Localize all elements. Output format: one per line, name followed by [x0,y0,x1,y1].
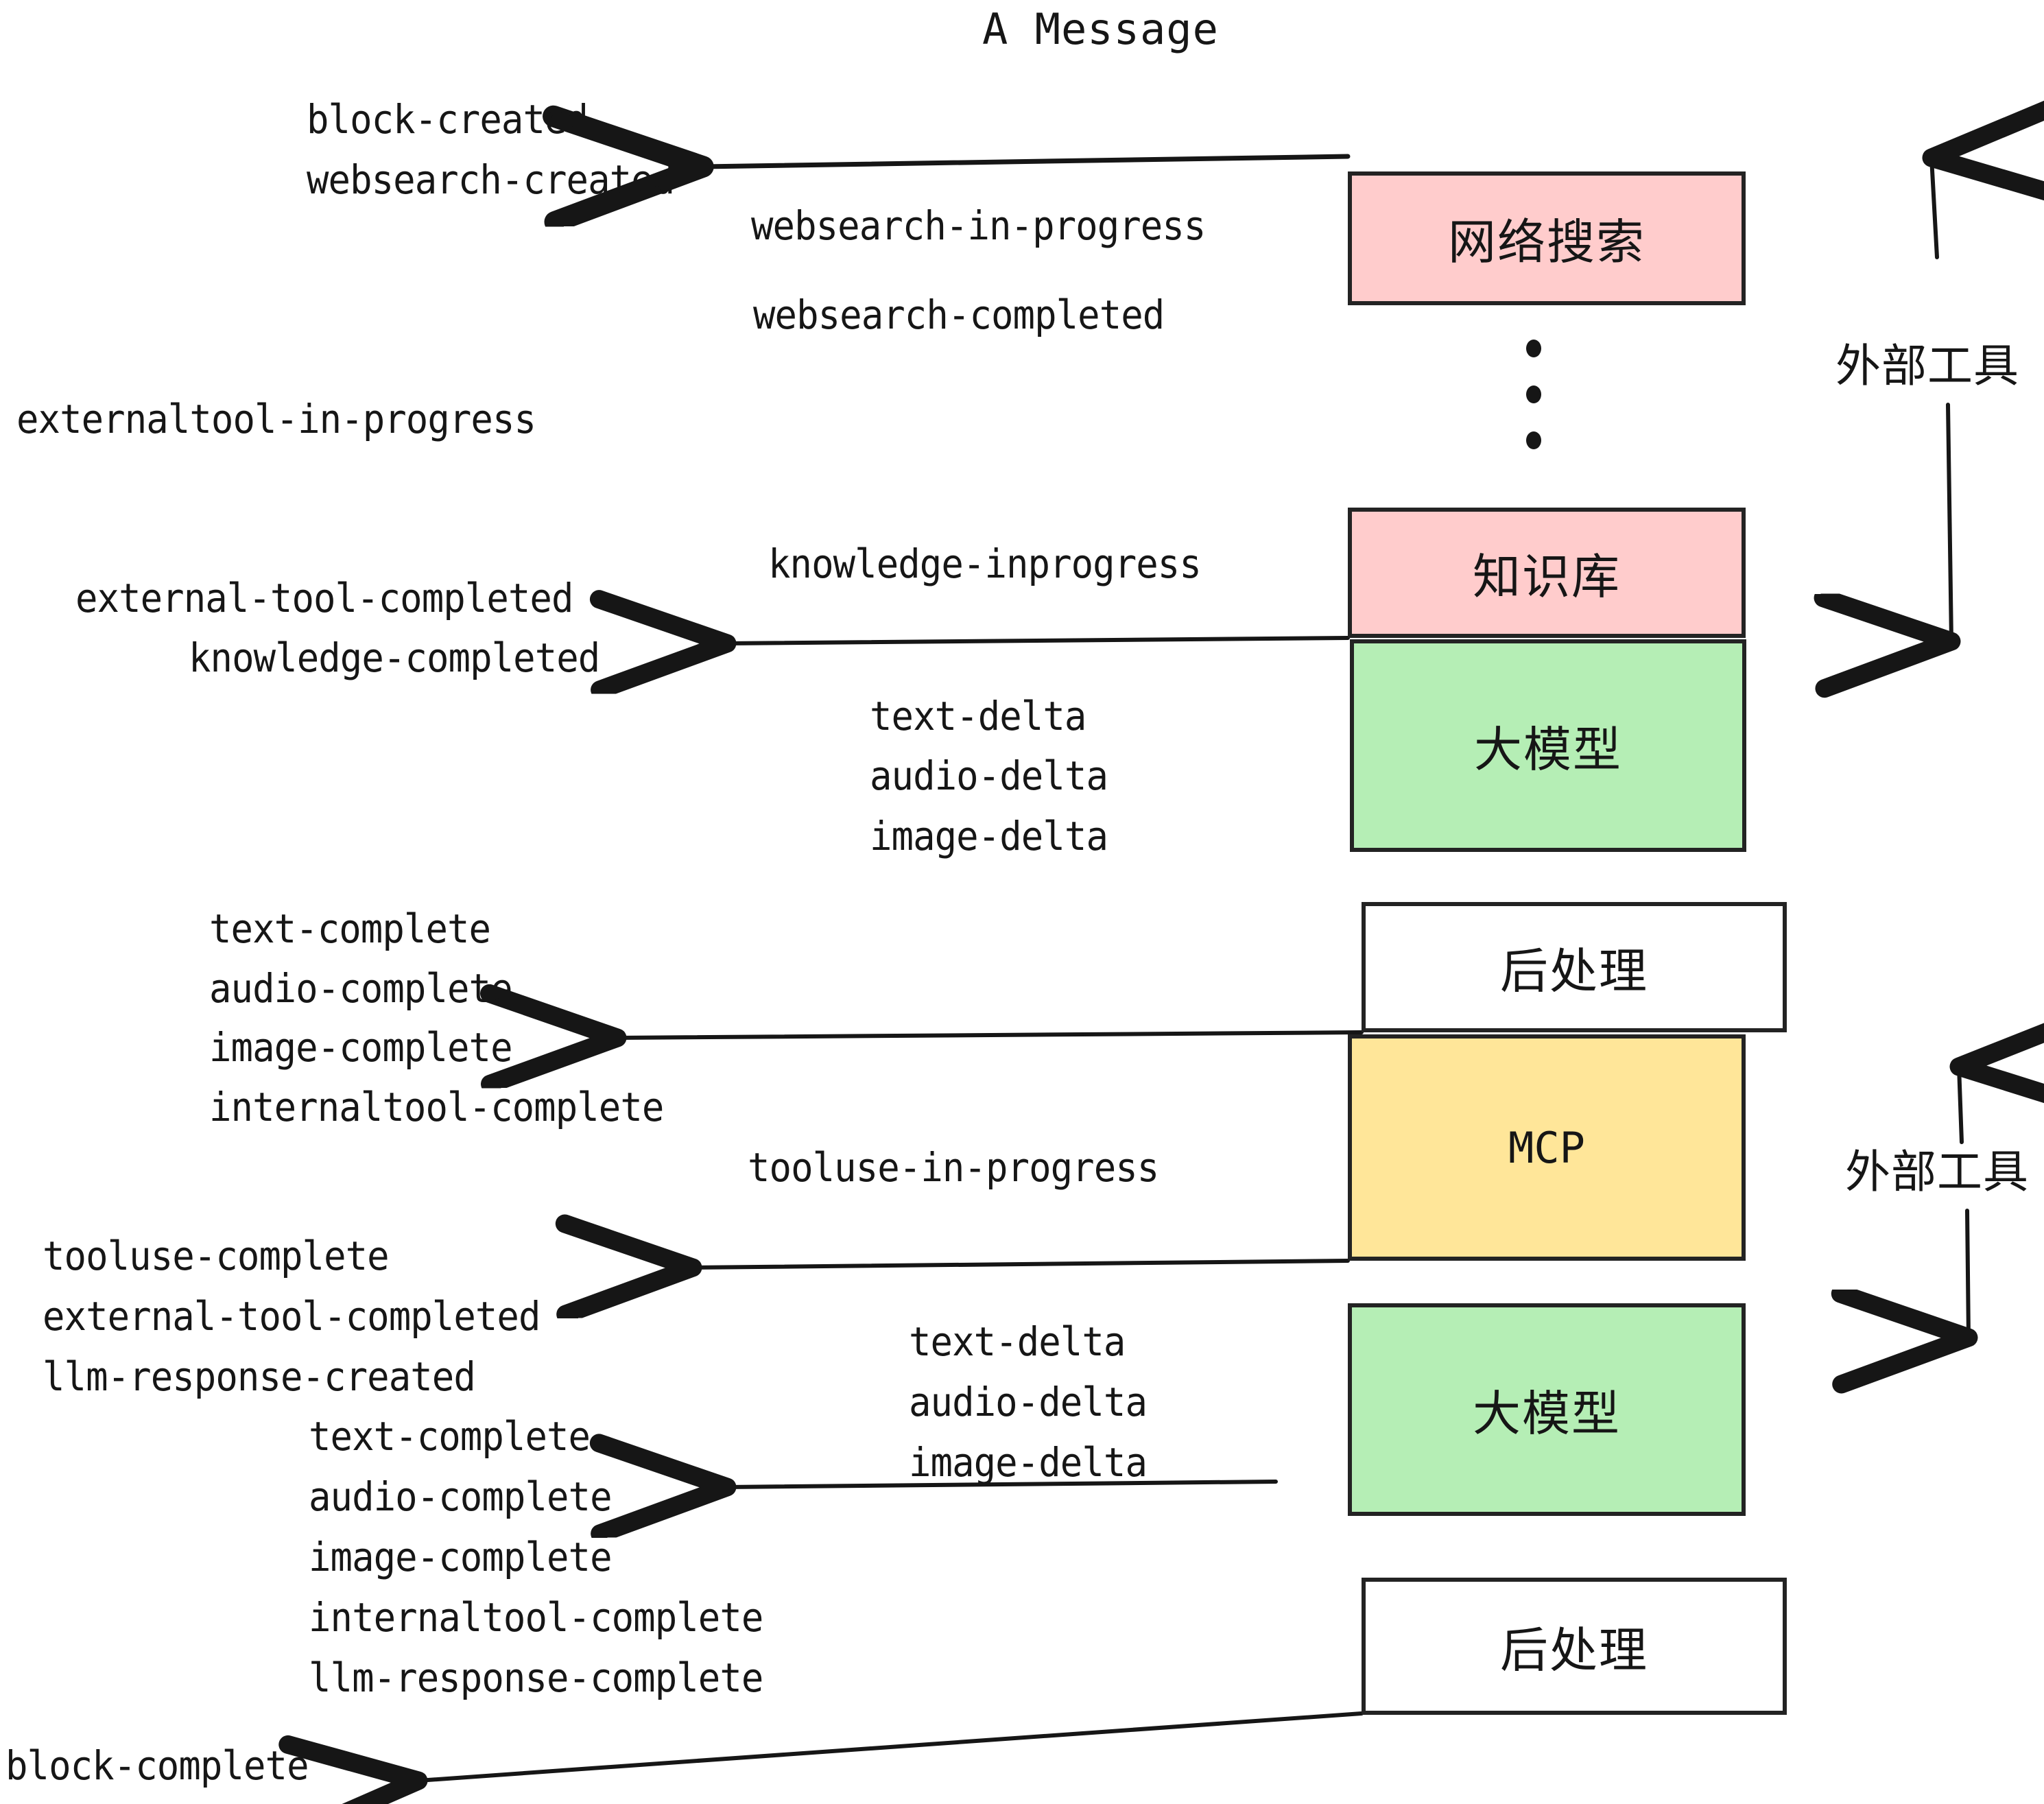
ellipsis-dot [1526,431,1541,449]
event-audio-complete-2: audio-complete [309,1473,613,1520]
node-knowledge[interactable]: 知识库 [1348,508,1746,638]
ellipsis-dot [1526,385,1541,403]
node-llm-2[interactable]: 大模型 [1348,1303,1746,1516]
node-knowledge-label: 知识库 [1473,548,1621,605]
external-tool-arrow-bottom [1959,1067,1969,1338]
arrow-knowledge-completed [727,638,1350,643]
event-audio-delta-2: audio-delta [909,1379,1148,1425]
node-mcp[interactable]: MCP [1348,1034,1746,1261]
node-websearch[interactable]: 网络搜索 [1348,171,1746,305]
event-image-delta-1: image-delta [870,813,1108,859]
external-tool-arrow-top [1932,158,1951,641]
event-knowledge-completed: knowledge-completed [189,634,600,681]
event-llm-response-complete: llm-response-complete [309,1654,763,1701]
node-postprocess-2[interactable]: 后处理 [1362,1578,1787,1715]
event-websearch-completed: websearch-completed [753,292,1165,338]
event-tooluse-complete: tooluse-complete [43,1233,390,1279]
side-label-external-tool-bottom: 外部工具 [1845,1146,2029,1198]
event-image-complete-2: image-complete [309,1534,613,1580]
event-external-tool-completed-1: external-tool-completed [75,575,573,621]
node-postprocess-1[interactable]: 后处理 [1362,902,1787,1032]
node-llm-1[interactable]: 大模型 [1350,639,1746,852]
node-websearch-label: 网络搜索 [1448,214,1645,270]
arrow-image-complete [617,1032,1364,1038]
node-llm-2-label: 大模型 [1473,1385,1621,1442]
arrow-websearch-created [703,156,1351,167]
event-text-complete-1: text-complete [209,905,491,952]
event-internaltool-complete-2: internaltool-complete [309,1594,763,1641]
event-image-delta-2: image-delta [909,1439,1148,1486]
node-postprocess-1-label: 后处理 [1500,942,1648,999]
event-llm-response-created: llm-response-created [43,1353,476,1400]
event-audio-complete-1: audio-complete [209,965,513,1012]
diagram-title: A Message [982,4,1219,54]
node-postprocess-2-label: 后处理 [1500,1622,1648,1678]
ellipsis-dot [1526,340,1541,357]
event-websearch-created: websearch-created [307,156,675,203]
event-internaltool-complete-1: internaltool-complete [209,1084,664,1130]
arrow-audio-complete [727,1482,1278,1487]
event-text-complete-2: text-complete [309,1413,591,1460]
event-text-delta-2: text-delta [909,1318,1126,1365]
vertical-ellipsis [1526,340,1541,449]
side-label-external-tool-top: 外部工具 [1835,340,2019,392]
node-llm-1-label: 大模型 [1474,721,1622,778]
event-text-delta-1: text-delta [870,693,1086,739]
event-websearch-in-progress: websearch-in-progress [751,202,1206,249]
node-mcp-label: MCP [1508,1122,1585,1173]
event-block-created: block-created [307,96,589,143]
arrow-block-complete [418,1711,1364,1781]
event-block-complete: block-complete [5,1742,309,1789]
event-externaltool-in-progress: externaltool-in-progress [16,396,536,442]
event-image-complete-1: image-complete [209,1024,513,1071]
event-tooluse-in-progress: tooluse-in-progress [748,1144,1159,1191]
event-external-tool-completed-2: external-tool-completed [43,1293,540,1340]
event-knowledge-inprogress: knowledge-inprogress [768,541,1202,587]
event-audio-delta-1: audio-delta [870,752,1108,799]
arrow-tooluse-complete [693,1261,1350,1268]
